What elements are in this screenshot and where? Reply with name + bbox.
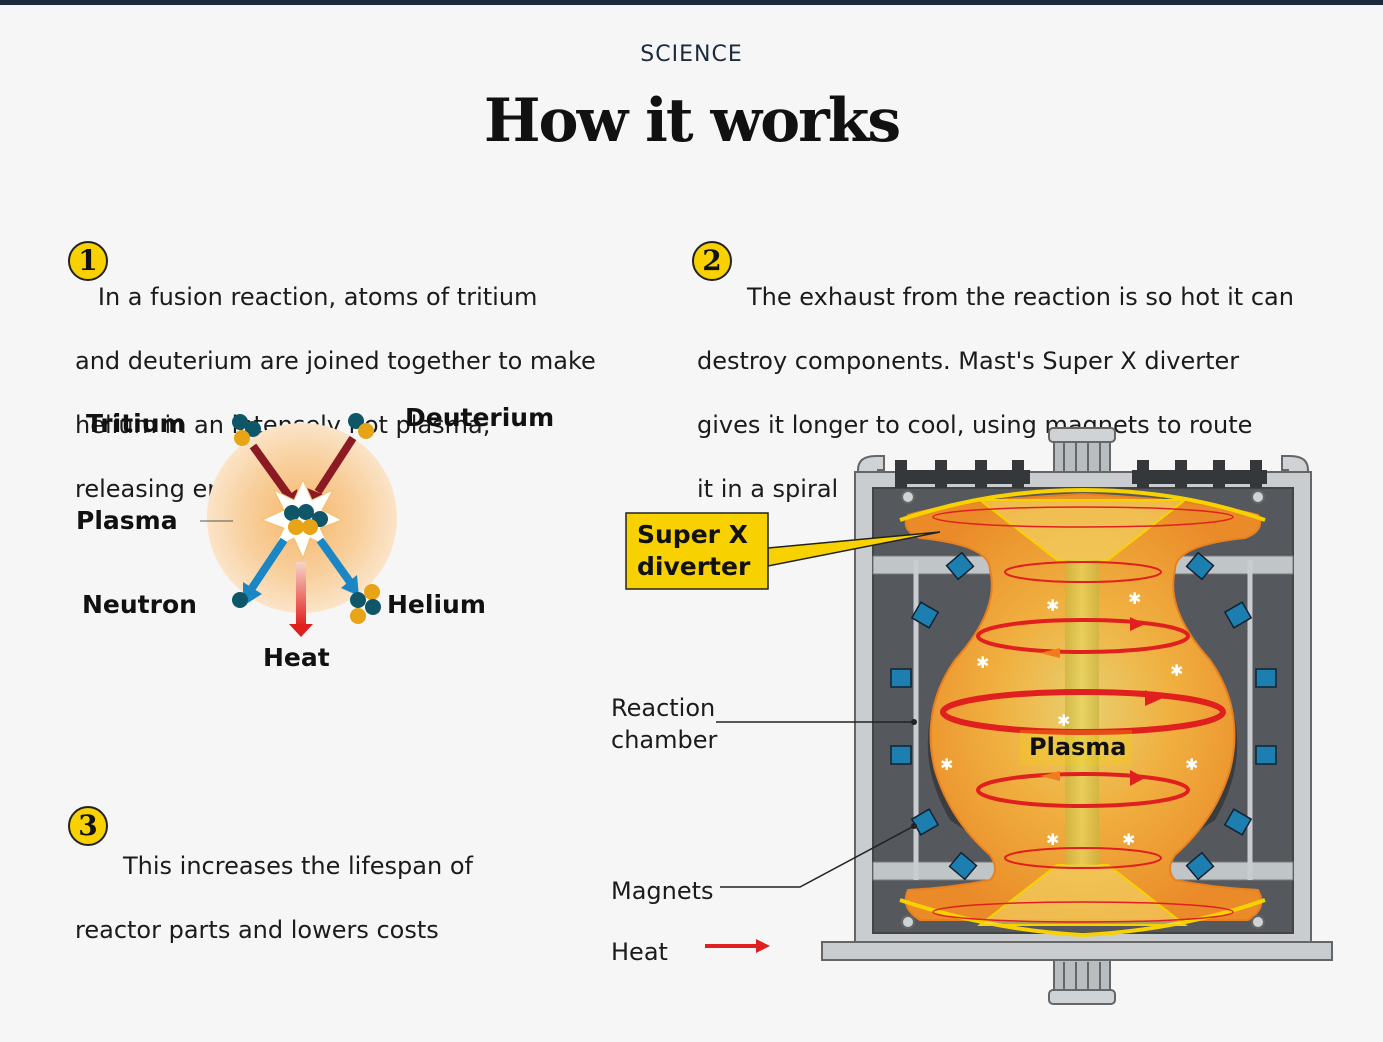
magnets-leader-dot — [911, 823, 917, 829]
svg-text:✱: ✱ — [1170, 661, 1183, 680]
sparkles: ✱ ✱ ✱ ✱ ✱ ✱ ✱ ✱ ✱ — [940, 589, 1198, 849]
step-2-line: it in a spiral — [697, 475, 839, 503]
step-2-badge: 2 — [692, 241, 732, 281]
top-rule — [0, 0, 1383, 5]
heat-legend-arrow — [705, 939, 770, 953]
plasma-label-glow — [1020, 730, 1132, 766]
step-2-line: gives it longer to cool, using magnets t… — [697, 411, 1253, 439]
magnets — [890, 551, 1277, 881]
svg-text:✱: ✱ — [1057, 711, 1070, 730]
helium-particle — [350, 584, 381, 624]
heat-arrow-head — [289, 624, 313, 637]
bottom-diverter-cone — [977, 864, 1188, 926]
reaction-chamber-label-line1: Reaction — [611, 694, 715, 722]
step-1-line: In a fusion reaction, atoms of tritium — [75, 283, 538, 311]
svg-text:✱: ✱ — [976, 653, 989, 672]
step-3-line: This increases the lifespan of — [123, 852, 473, 880]
base-plate — [821, 941, 1333, 961]
step-1-line: releasing energy — [75, 475, 277, 503]
step-2-line: destroy components. Mast's Super X diver… — [697, 347, 1240, 375]
heat-arrow-shaft — [296, 562, 306, 626]
bottom-pillar — [1048, 959, 1116, 1005]
step-1-line: and deuterium are joined together to mak… — [75, 347, 596, 375]
step-1-line: helium in an intensely hot plasma, — [75, 411, 491, 439]
reaction-chamber-label-line2: chamber — [611, 726, 717, 754]
step-2-text: The exhaust from the reaction is so hot … — [697, 249, 1294, 537]
heat-label: Heat — [263, 643, 330, 672]
heat-flow-arrowheads — [1130, 617, 1163, 786]
reactor-plasma-label: Plasma — [1029, 733, 1127, 761]
orange-return-arrows — [1040, 648, 1060, 781]
svg-text:✱: ✱ — [940, 755, 953, 774]
chamber-wall — [927, 540, 1238, 895]
inner-body — [872, 487, 1294, 934]
bolts — [901, 490, 1265, 929]
section-label: SCIENCE — [640, 42, 743, 67]
step-1-badge: 1 — [68, 241, 108, 281]
super-x-label-line2: diverter — [637, 552, 751, 581]
reaction-chamber-leader-dot — [911, 719, 917, 725]
magnets-leader — [720, 825, 915, 888]
heat-flow-arrows — [932, 506, 1234, 923]
page-title: How it works — [483, 86, 901, 156]
outgoing-arrows — [243, 537, 359, 606]
step-2-line: The exhaust from the reaction is so hot … — [747, 283, 1294, 311]
step-1-text: In a fusion reaction, atoms of tritium a… — [75, 249, 596, 537]
magnets-label: Magnets — [611, 877, 714, 905]
helium-label: Helium — [387, 590, 486, 619]
super-x-callout-pointer — [767, 531, 941, 567]
bottom-diverter-outline — [899, 898, 1266, 938]
svg-text:✱: ✱ — [1046, 830, 1059, 849]
svg-text:✱: ✱ — [1046, 596, 1059, 615]
svg-text:✱: ✱ — [1128, 589, 1141, 608]
plasma-body — [904, 492, 1263, 921]
heat-legend-label: Heat — [611, 938, 668, 966]
outer-frame — [854, 471, 1312, 943]
step-3-text: This increases the lifespan of reactor p… — [75, 818, 473, 978]
step-3-badge: 3 — [68, 806, 108, 846]
svg-text:✱: ✱ — [1185, 755, 1198, 774]
upper-rail — [872, 555, 1294, 575]
lower-rail — [872, 861, 1294, 881]
neutron-label: Neutron — [82, 590, 197, 619]
neutron-particle — [232, 592, 248, 608]
support-rods — [913, 560, 1253, 880]
central-column — [1065, 560, 1099, 865]
svg-text:✱: ✱ — [1122, 830, 1135, 849]
step-3-line: reactor parts and lowers costs — [75, 916, 439, 944]
